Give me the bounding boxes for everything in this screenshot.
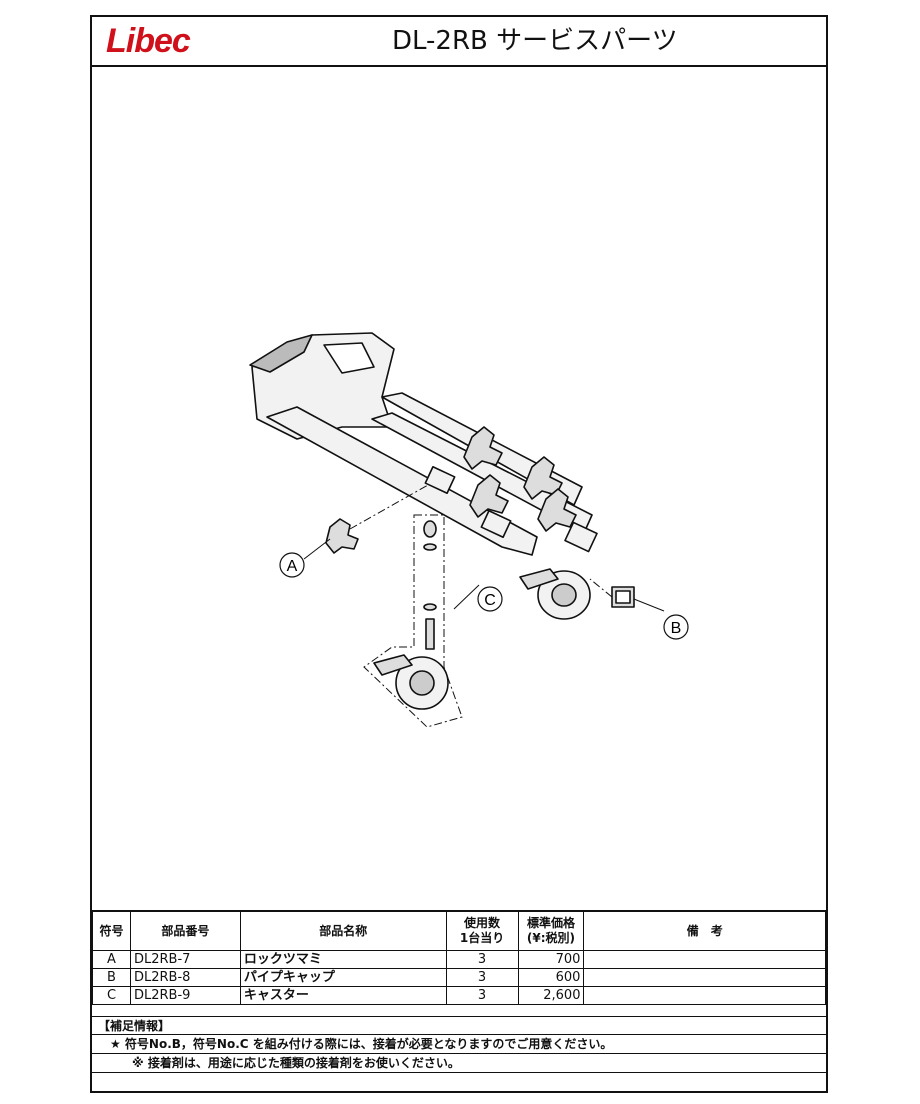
hub-cutout bbox=[323, 342, 375, 374]
exploded-parts-drawing: A C B bbox=[92, 67, 826, 910]
brand-logo: Libec bbox=[106, 22, 191, 60]
dolly-handle bbox=[249, 334, 313, 373]
notes-heading: 【補足情報】 bbox=[92, 1016, 826, 1035]
leg-clamp-1 bbox=[424, 465, 456, 495]
parts-sheet: Libec DL-2RB サービスパーツ bbox=[90, 15, 828, 1093]
lock-knob-1 bbox=[463, 426, 503, 470]
dolly-leg-main bbox=[266, 406, 538, 556]
callout-c: C bbox=[484, 592, 496, 609]
lock-knob-3 bbox=[469, 474, 509, 518]
caster-assembly-outline bbox=[363, 514, 463, 728]
table-row: B DL2RB-8 パイプキャップ 3 600 bbox=[92, 968, 826, 987]
col-part-number: 部品番号 bbox=[129, 910, 241, 951]
col-price: 標準価格(¥:税別) bbox=[517, 910, 585, 951]
callout-b: B bbox=[671, 620, 682, 637]
sheet-header: Libec DL-2RB サービスパーツ bbox=[92, 17, 826, 67]
col-remarks: 備 考 bbox=[583, 910, 826, 951]
table-row: A DL2RB-7 ロックツマミ 3 700 bbox=[92, 950, 826, 969]
leg-clamp-2 bbox=[480, 509, 512, 539]
dolly-leg-mid bbox=[371, 412, 593, 534]
page-title: DL-2RB サービスパーツ bbox=[392, 26, 678, 56]
mounted-caster-brake bbox=[519, 568, 559, 590]
col-part-name: 部品名称 bbox=[239, 910, 447, 951]
callout-a: A bbox=[287, 558, 298, 575]
dolly-diagram: A C B bbox=[249, 332, 689, 728]
supplementary-notes: 【補足情報】 ★ 符号No.B，符号No.C を組み付ける際には、接着が必要とな… bbox=[92, 1016, 826, 1073]
caster-washer-1 bbox=[423, 543, 437, 551]
caster-nut bbox=[423, 520, 437, 538]
lock-knob-4 bbox=[537, 488, 577, 532]
leg-clamp-3 bbox=[564, 521, 598, 553]
knob-a-guide-line bbox=[349, 484, 429, 530]
table-row: C DL2RB-9 キャスター 3 2,600 bbox=[92, 986, 826, 1005]
caster-part-brake bbox=[373, 654, 413, 676]
knob-part-a bbox=[325, 518, 359, 554]
caster-stem bbox=[425, 618, 435, 650]
note-adhesive-type: ※ 接着剤は、用途に応じた種類の接着剤をお使いください。 bbox=[92, 1054, 826, 1073]
cap-b-guide-line bbox=[589, 578, 613, 598]
note-adhesive-required: ★ 符号No.B，符号No.C を組み付ける際には、接着が必要となりますのでご用… bbox=[92, 1035, 826, 1054]
caster-washer-2 bbox=[423, 603, 437, 611]
col-symbol: 符号 bbox=[92, 910, 131, 951]
